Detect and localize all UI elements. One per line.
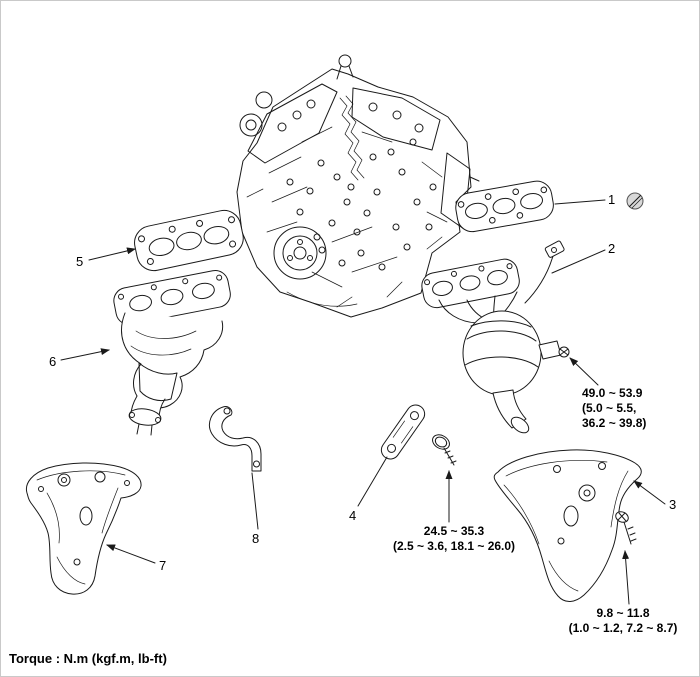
torque-1-line-3: 36.2 ~ 39.8) (582, 416, 647, 430)
bracket-stay-art-4 (380, 404, 426, 460)
heat-protector-rh-art (493, 449, 642, 602)
exhaust-manifold-rh-art (421, 240, 565, 434)
torque-3-line-2: (1.0 ~ 1.2, 7.2 ~ 8.7) (568, 621, 678, 635)
leader-torque-3 (622, 550, 630, 605)
torque-spec-2: 24.5 ~ 35.3 (2.5 ~ 3.6, 18.1 ~ 26.0) (382, 524, 526, 554)
callout-3: 3 (669, 497, 677, 512)
bolt-bracket-4 (432, 434, 457, 466)
leader-3 (633, 480, 666, 505)
leader-5 (88, 247, 136, 261)
callout-8: 8 (252, 531, 260, 546)
torque-unit-note: Torque : N.m (kgf.m, lb-ft) (9, 651, 167, 666)
leader-torque-1 (569, 357, 599, 386)
manifold-gasket-rh-art (455, 180, 554, 233)
leader-6 (60, 348, 110, 361)
callout-2: 2 (608, 241, 616, 256)
torque-2-line-2: (2.5 ~ 3.6, 18.1 ~ 26.0) (392, 539, 516, 553)
manifold-gasket-lh-art (134, 209, 244, 272)
torque-1-line-1: 49.0 ~ 53.9 (582, 386, 643, 400)
leader-7 (106, 544, 156, 564)
torque-3-line-1: 9.8 ~ 11.8 (596, 606, 650, 620)
torque-1-line-2: (5.0 ~ 5.5, (582, 401, 637, 415)
callout-7: 7 (159, 558, 167, 573)
bolt-manifold-rh (558, 346, 570, 358)
engine-assembly-art (236, 54, 480, 318)
leader-2 (551, 249, 606, 274)
bolt-protector-rh (615, 511, 637, 545)
leader-4 (357, 456, 388, 507)
callout-5: 5 (76, 254, 84, 269)
torque-2-line-1: 24.5 ~ 35.3 (423, 524, 485, 538)
callout-1: 1 (608, 192, 616, 207)
heat-protector-lh-art (25, 462, 142, 595)
leader-lines (60, 199, 666, 605)
exhaust-manifold-lh-art (113, 270, 231, 436)
callout-4: 4 (349, 508, 357, 523)
torque-spec-3: 9.8 ~ 11.8 (1.0 ~ 1.2, 7.2 ~ 8.7) (553, 606, 693, 636)
leader-1 (554, 199, 606, 205)
bracket-art-8 (209, 406, 262, 472)
callout-6: 6 (49, 354, 57, 369)
torque-spec-1: 49.0 ~ 53.9 (5.0 ~ 5.5, 36.2 ~ 39.8) (582, 386, 646, 431)
leader-8 (251, 472, 259, 530)
non-reusable-part-icon (626, 192, 644, 210)
